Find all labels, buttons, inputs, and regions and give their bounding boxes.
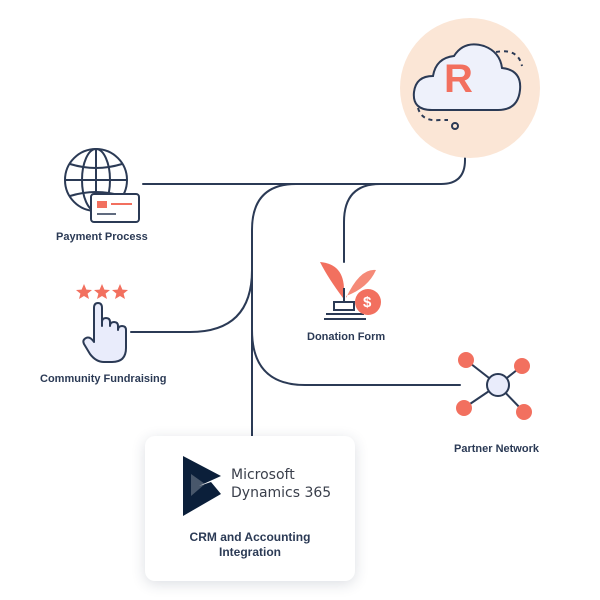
connector-trunk-crm (251, 183, 297, 437)
dynamics-brand-text: Microsoft Dynamics 365 (231, 466, 331, 502)
crm-caption-line1: CRM and Accounting (189, 530, 311, 544)
crm-caption-line2: Integration (219, 545, 281, 559)
coin-symbol: $ (363, 294, 372, 311)
credit-card-icon (90, 193, 140, 223)
community-icon (76, 284, 128, 363)
dynamics-brand-line2: Dynamics 365 (231, 485, 332, 501)
dynamics-logo-icon (183, 456, 221, 516)
donation-icon (320, 262, 381, 320)
pointing-hand-icon (82, 302, 127, 363)
crm-caption: CRM and Accounting Integration (145, 530, 355, 560)
star-icon (76, 284, 128, 299)
donation-label: Donation Form (307, 331, 386, 343)
connector-community (130, 269, 253, 333)
connector-donation (343, 183, 381, 263)
cloud-icon (412, 43, 523, 130)
community-label: Community Fundraising (40, 373, 167, 385)
plant-icon (320, 262, 376, 320)
payment-label: Payment Process (56, 231, 148, 243)
crm-card: Microsoft Dynamics 365 CRM and Accountin… (145, 436, 355, 581)
payment-icon (64, 148, 140, 223)
partner-label: Partner Network (454, 443, 539, 455)
connector-brand-payment (142, 157, 466, 185)
brand-letter: R (444, 57, 473, 101)
coin-icon (355, 289, 381, 315)
connector-partner (251, 329, 461, 386)
dynamics-brand-line1: Microsoft (231, 467, 295, 483)
network-icon (456, 352, 532, 420)
brand-node (400, 18, 540, 158)
